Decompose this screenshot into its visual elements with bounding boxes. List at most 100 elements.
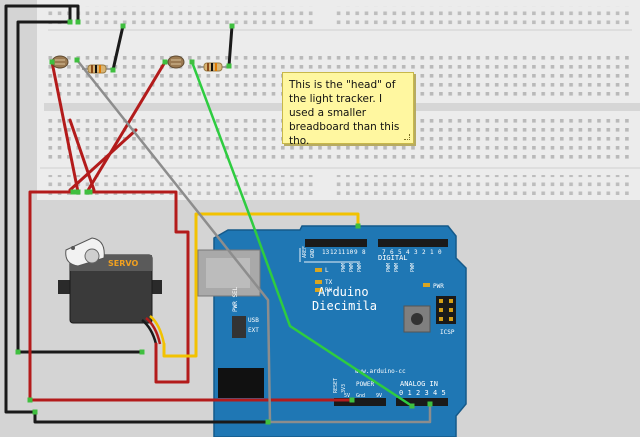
pwm-label-11: PWM (341, 263, 347, 272)
gnd2-label: Gnd (356, 393, 365, 399)
photoresistor-right (167, 55, 185, 69)
wire-endpoint (27, 397, 33, 403)
analog-pin-label: 5 (442, 389, 446, 397)
digital-header-left (305, 239, 367, 247)
wire-red-5v (28, 190, 354, 402)
digital-pin-label: 11 (338, 249, 346, 256)
icsp-label: ICSP (440, 329, 455, 336)
analog-pin-label: 2 (416, 389, 420, 397)
wire-endpoints (15, 19, 433, 425)
wire-endpoint (75, 19, 81, 25)
wire-endpoint (120, 23, 126, 29)
digital-pin-label: 4 (406, 249, 410, 256)
power-header (334, 398, 386, 406)
pwm-label-10: PWM (349, 263, 355, 272)
analog-label: ANALOG IN (400, 380, 438, 388)
v5-label: 5V (344, 393, 350, 399)
arduino-model: Diecimila (312, 299, 377, 313)
wire-red-2 (85, 60, 167, 194)
wire-endpoint (32, 409, 38, 415)
wire-red-1 (50, 60, 80, 194)
wire-endpoint (409, 403, 415, 409)
pwm-label-3: PWM (410, 263, 416, 272)
wire-endpoint (110, 67, 116, 73)
wire-black-inner (16, 4, 144, 354)
wire-endpoint (70, 189, 76, 195)
usb-label: USB (248, 317, 259, 324)
wire-endpoint (15, 349, 21, 355)
arduino-board (197, 225, 467, 437)
gnd-label: GND (310, 249, 316, 258)
arduino-pcb (213, 225, 467, 437)
pwr-led-label: PWR (433, 283, 444, 290)
digital-pin-label: 7 (382, 249, 386, 256)
wire-endpoint (349, 397, 355, 403)
wire-endpoint (427, 401, 433, 407)
wire-yellow-signal (162, 212, 360, 358)
vin-label: 9V (376, 393, 382, 399)
v3-label: 3V3 (341, 384, 347, 393)
arduino-brand: Arduino (318, 285, 369, 299)
pwr-sel-label: PWR SEL (232, 286, 239, 312)
digital-header-right (378, 239, 448, 247)
wire-endpoint (49, 59, 55, 65)
sticky-note: This is the "head" of the light tracker.… (282, 72, 414, 147)
arduino-website: www.arduino-cc (355, 368, 406, 375)
resistor-left (82, 64, 112, 74)
pwm-label-6: PWM (386, 263, 392, 272)
digital-pin-label: 6 (390, 249, 394, 256)
analog-header (396, 398, 448, 406)
led-l (315, 268, 322, 272)
pwm-label-9: PWM (357, 263, 363, 272)
bottom-rail-left (48, 175, 318, 195)
l-label: L (325, 267, 329, 274)
wire-endpoint (229, 23, 235, 29)
tx-label: TX (325, 279, 333, 286)
wire-red-servo (88, 190, 190, 384)
wire-endpoint (84, 189, 90, 195)
digital-pin-label: 13 (322, 249, 330, 256)
wire-endpoint (189, 59, 195, 65)
wire-gray-analog (75, 58, 272, 424)
led-rx (315, 288, 322, 292)
wire-endpoint (265, 419, 271, 425)
bottom-rail-right (332, 175, 632, 195)
digital-pin-label: 10 (346, 249, 354, 256)
analog-pin-label: 0 (399, 389, 403, 397)
wire-endpoint (162, 59, 168, 65)
digital-pin-label: 12 (330, 249, 338, 256)
wire-endpoint (139, 349, 145, 355)
aref-label: AREF (302, 246, 308, 258)
servo-label: SERVO (108, 259, 138, 268)
pwm-label-5: PWM (394, 263, 400, 272)
wire-green-analog (190, 60, 414, 408)
wires (4, 4, 432, 424)
digital-pin-label: 0 (438, 249, 442, 256)
breadboard (37, 0, 640, 200)
note-text: This is the "head" of the light tracker.… (289, 79, 400, 147)
servo-motor: SERVO (58, 237, 166, 345)
wire-black-outer (4, 4, 270, 424)
wire-endpoint (355, 223, 361, 229)
digital-pin-label: 5 (398, 249, 402, 256)
wire-red-3 (68, 118, 96, 192)
top-rail-left (48, 6, 318, 28)
note-resize-corner (404, 134, 410, 140)
led-tx (315, 280, 322, 284)
wire-endpoint (74, 57, 80, 63)
analog-pin-label: 1 (408, 389, 412, 397)
power-label: POWER (356, 381, 374, 388)
wire-endpoint (67, 19, 73, 25)
digital-pin-label: 1 (430, 249, 434, 256)
reset-label: RESET (333, 378, 339, 393)
wire-endpoint (87, 189, 93, 195)
wire-endpoint (75, 189, 81, 195)
wire-black-jumper-2 (227, 24, 234, 68)
digital-pin-label: 3 (414, 249, 418, 256)
wire-red-4 (68, 128, 138, 192)
dc-jack (218, 368, 264, 398)
wire-endpoint (226, 63, 232, 69)
